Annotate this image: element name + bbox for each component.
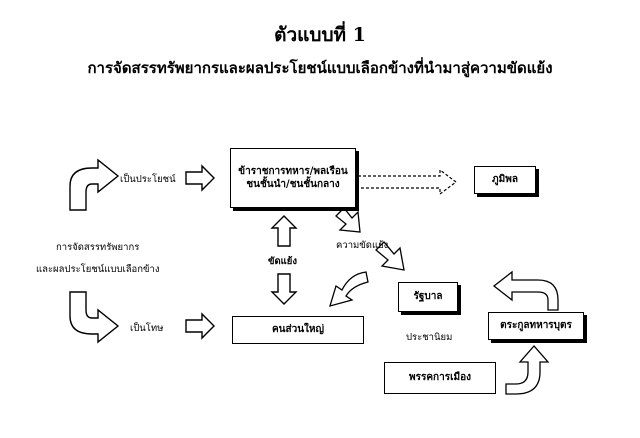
elite-box-line2: ชนชั้นนำ/ชนชั้นกลาง [246, 179, 340, 190]
label-allocation-line2: และผลประโยชน์แบบเลือกข้าง [36, 264, 160, 275]
label-conflict: ความขัดแย้ง [336, 240, 389, 251]
curved-arrow-government-to-majority [329, 271, 369, 307]
elite-box-line1: ข้าราชการทหาร/พลเรือน [238, 165, 348, 177]
up-arrow-conflict [270, 215, 298, 247]
label-dispute: ขัดแย้ง [268, 256, 297, 267]
dashed-arrow-to-royal [357, 168, 457, 196]
curved-arrow-harm [69, 291, 120, 344]
thaksin-box: ตระกูลทหารบุตร [488, 312, 584, 340]
royal-box: ภูมิพล [474, 166, 536, 194]
curved-arrow-thaksin-to-government [492, 270, 559, 311]
label-allocation-line1: การจัดสรรทรัพยากร [56, 242, 140, 253]
label-populism: ประชานิยม [406, 332, 453, 343]
diagram-title: ตัวแบบที่ 1 [274, 24, 366, 46]
diagonal-arrow-conflict [335, 207, 361, 233]
curved-arrow-benefit [69, 158, 120, 211]
party-box: พรรคการเมือง [384, 362, 496, 394]
diagonal-arrow-to-government [375, 241, 405, 271]
block-arrow-to-majority [185, 312, 215, 340]
government-box: รัฐบาล [398, 282, 458, 312]
elite-box: ข้าราชการทหาร/พลเรือน ชนชั้นนำ/ชนชั้นกลา… [230, 148, 356, 208]
down-arrow-conflict [270, 273, 298, 305]
block-arrow-to-elite [185, 164, 215, 192]
majority-box: คนส่วนใหญ่ [232, 316, 364, 344]
label-benefit: เป็นประโยชน์ [120, 174, 176, 185]
curved-arrow-party-to-thaksin [505, 345, 550, 395]
diagram-subtitle: การจัดสรรทรัพยากรและผลประโยชน์แบบเลือกข้… [87, 59, 553, 77]
label-harm: เป็นโทษ [130, 323, 164, 334]
